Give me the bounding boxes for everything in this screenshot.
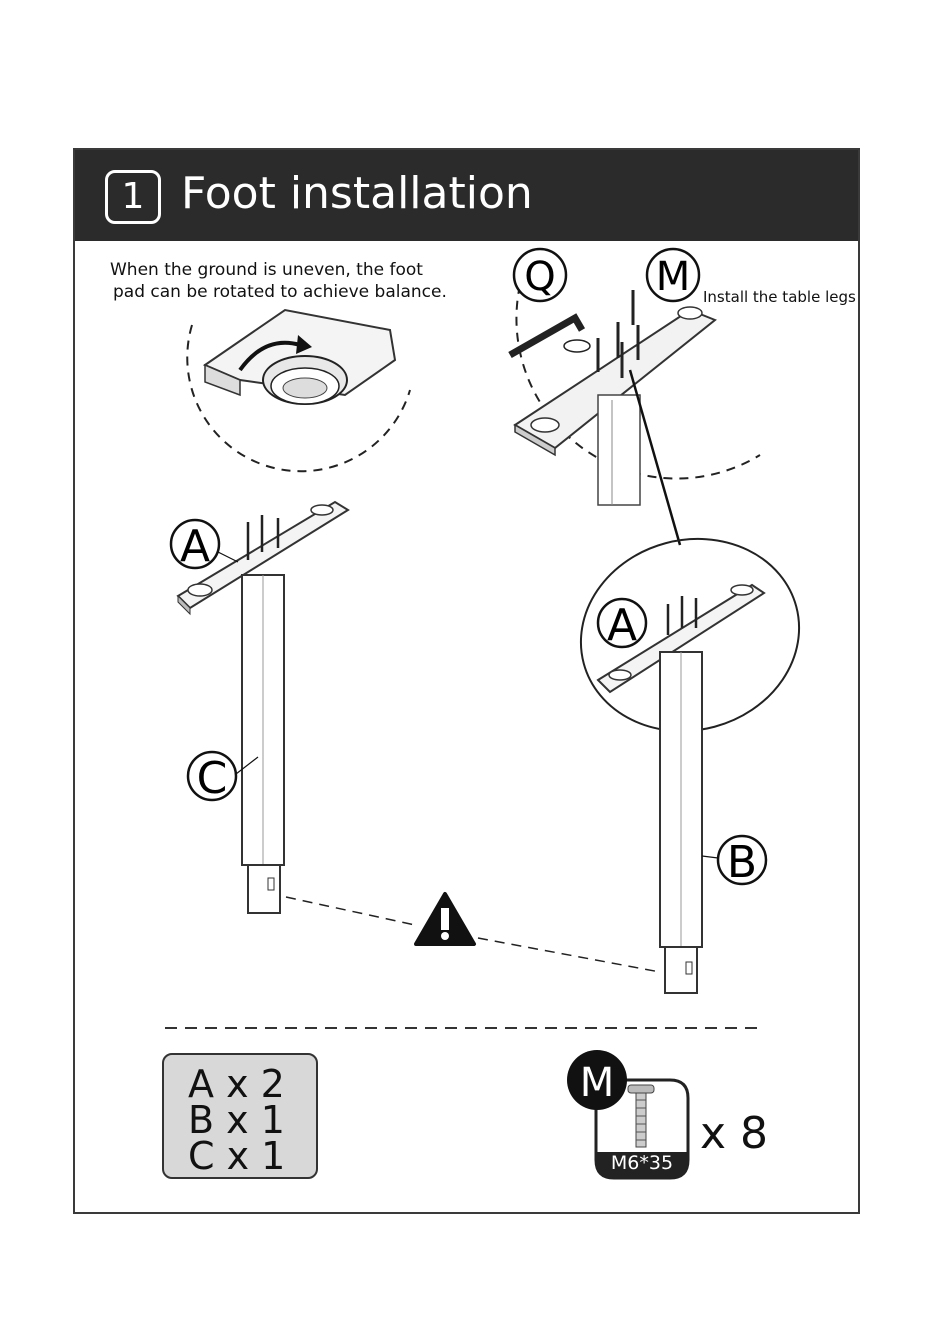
label-c: C	[197, 753, 228, 804]
label-q: Q	[524, 254, 555, 300]
label-m: M	[656, 254, 691, 300]
screw-count: x 8	[700, 1108, 768, 1159]
parts-quantity-box: A x 2 B x 1 C x 1	[162, 1053, 318, 1179]
hex-key-icon	[510, 318, 582, 355]
right-leg-assembly	[559, 515, 821, 993]
screw-spec-label: M6*35	[596, 1152, 688, 1174]
warning-triangle-icon	[416, 894, 474, 944]
label-b: B	[727, 837, 757, 888]
label-a-right: A	[607, 600, 637, 651]
label-a-left: A	[180, 521, 210, 572]
parts-qty-c: C x 1	[188, 1137, 285, 1175]
leg-top-detail	[510, 285, 760, 545]
screw-label: M	[580, 1060, 615, 1106]
foot-pad-detail	[187, 310, 410, 471]
